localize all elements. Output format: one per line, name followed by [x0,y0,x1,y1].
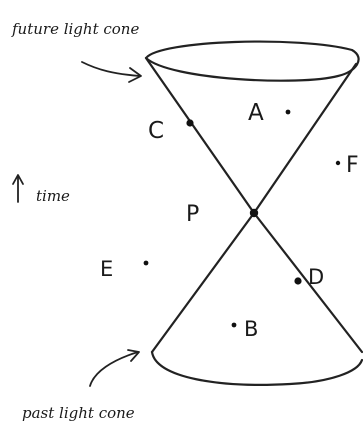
label-d: D [308,265,324,289]
event-p-dot [249,208,259,218]
event-b-dot [231,322,237,328]
label-c: C [148,118,164,144]
time-axis-label: time [36,187,70,205]
label-b: B [244,317,258,341]
label-p: P [186,202,199,227]
event-c-dot [186,119,194,127]
event-a-dot [285,109,291,115]
future-cone-rim [144,40,360,82]
event-d-dot [294,277,302,285]
label-a: A [248,100,264,126]
time-axis-arrow [12,174,24,203]
past-cone-right-edge [252,211,363,354]
past-light-cone-label: past light cone [22,404,135,422]
past-light-cone [150,211,363,386]
future-light-cone [144,40,360,215]
future-light-cone-label: future light cone [11,20,139,38]
label-e: E [100,257,113,281]
event-labels: A B C D E F P [100,100,359,341]
past-cone-rim [150,350,363,386]
event-e-dot [143,260,149,266]
event-f-dot [335,160,341,166]
past-cone-left-edge [150,211,256,354]
future-cone-left-edge [144,56,256,215]
event-markers [143,109,341,328]
future-cone-pointer-arrow [81,61,142,83]
label-f: F [346,153,359,178]
past-cone-pointer-arrow [89,349,140,387]
future-cone-right-edge [252,62,358,215]
